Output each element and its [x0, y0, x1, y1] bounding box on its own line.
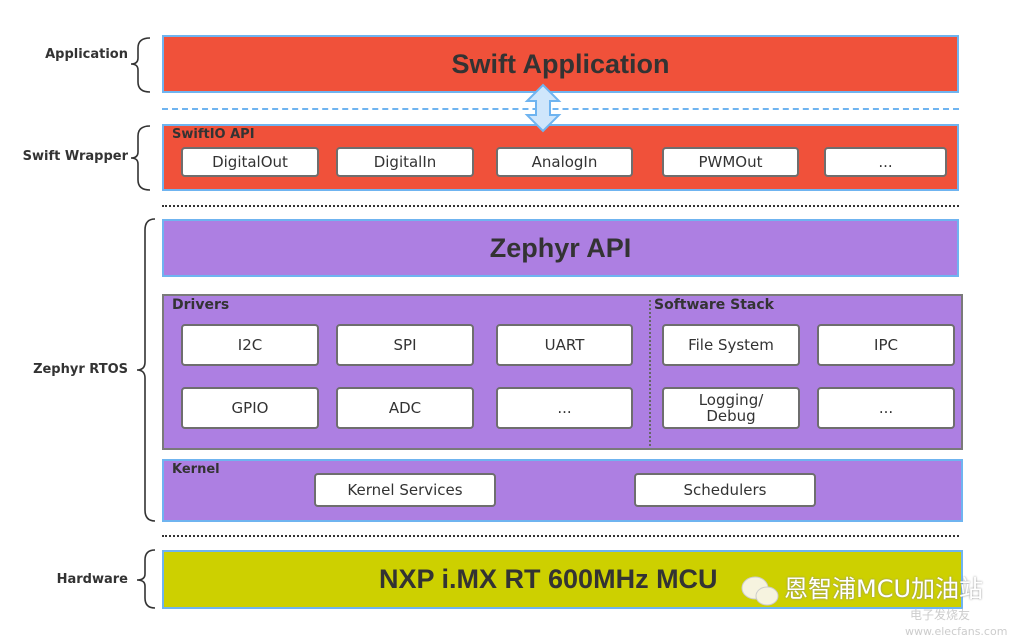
pwmout-box: PWMOut [662, 147, 799, 177]
double-arrow-icon [524, 83, 562, 133]
swiftio-api-heading: SwiftIO API [172, 127, 255, 142]
site-watermark: 电子发烧友 [910, 608, 971, 622]
software-stack-heading: Software Stack [654, 297, 774, 313]
swift-application-title: Swift Application [451, 48, 670, 79]
swift-application-layer: Swift Application [162, 35, 959, 93]
drivers-heading: Drivers [172, 297, 230, 313]
analogin-box: AnalogIn [496, 147, 633, 177]
gpio-box: GPIO [181, 387, 319, 429]
dash-dot-separator [162, 108, 959, 110]
schedulers-box: Schedulers [634, 473, 816, 507]
i2c-box: I2C [181, 324, 319, 366]
hardware-layer: NXP i.MX RT 600MHz MCU [162, 550, 963, 609]
brace-swift-wrapper [130, 125, 151, 191]
software-more-box: ... [817, 387, 955, 429]
wechat-watermark: 恩智浦MCU加油站 [784, 575, 984, 603]
digitalin-box: DigitalIn [336, 147, 474, 177]
adc-box: ADC [336, 387, 474, 429]
digitalout-box: DigitalOut [181, 147, 319, 177]
more-box: ... [824, 147, 947, 177]
label-zephyr-rtos: Zephyr RTOS [33, 362, 128, 377]
brace-application [130, 37, 151, 93]
label-hardware: Hardware [56, 572, 128, 587]
label-application: Application [45, 47, 128, 62]
dotted-separator-2 [162, 535, 959, 537]
wechat-icon [741, 576, 779, 606]
zephyr-api-title: Zephyr API [489, 232, 632, 263]
drivers-more-box: ... [496, 387, 633, 429]
braces [130, 37, 156, 609]
dotted-separator-1 [162, 205, 959, 207]
brace-zephyr [136, 218, 156, 522]
logging-debug-box: Logging/ Debug [662, 387, 800, 429]
brace-hardware [136, 549, 156, 609]
ipc-box: IPC [817, 324, 955, 366]
spi-box: SPI [336, 324, 474, 366]
hardware-title: NXP i.MX RT 600MHz MCU [379, 564, 718, 594]
kernel-services-box: Kernel Services [314, 473, 496, 507]
zephyr-api-layer: Zephyr API [162, 219, 959, 277]
kernel-heading: Kernel [172, 462, 220, 477]
label-swift-wrapper: Swift Wrapper [22, 149, 128, 164]
kernel-layer: Kernel [162, 459, 963, 522]
file-system-box: File System [662, 324, 800, 366]
uart-box: UART [496, 324, 633, 366]
url-watermark: www.elecfans.com [905, 625, 1008, 638]
column-divider [649, 300, 651, 446]
